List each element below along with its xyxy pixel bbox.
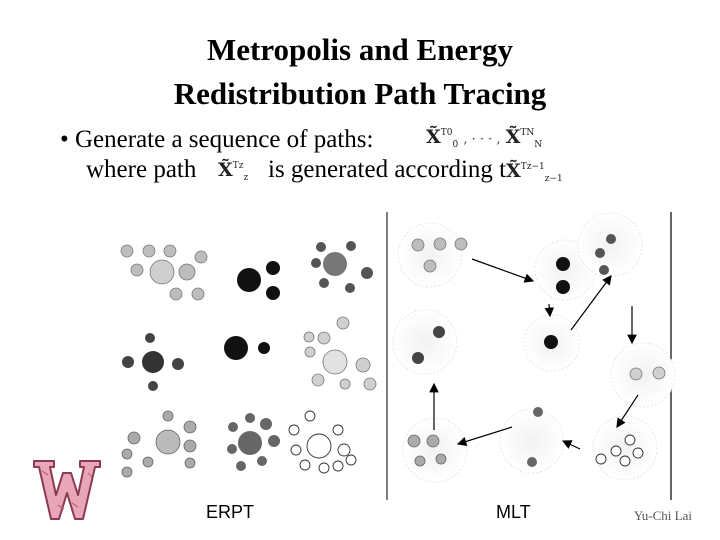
erpt-cluster-3 [311,241,373,293]
mlt-arrows [429,258,639,450]
formula-path-z: X̃Tzz [218,157,249,187]
mlt-node-1 [411,237,468,273]
erpt-cluster-4 [122,333,184,391]
mlt-node-8 [527,407,543,467]
erpt-cluster-8 [227,413,280,471]
mlt-node-5 [544,335,558,349]
mlt-node-9 [595,434,644,467]
erpt-cluster-2 [237,261,280,300]
mlt-node-6 [629,366,666,381]
erpt-cluster-9 [288,410,357,474]
erpt-cluster-5 [224,336,270,360]
mlt-node-4 [412,326,445,364]
bullet-text-2a: where path [86,156,197,183]
erpt-cluster-6 [303,316,377,391]
erpt-cluster-7 [121,410,197,478]
mlt-node-7 [407,434,447,467]
slide-title-line-2: Redistribution Path Tracing [173,76,547,111]
author-footer: Yu-Chi Lai [633,508,692,523]
formula-path-z-minus-1: X̃Tz−1z−1 [506,158,569,188]
formula-path-sequence: X̃T00 , · · · , X̃TNN [426,126,543,151]
bullet-text-1: • Generate a sequence of paths: [60,126,374,153]
slide-title-line-1: Metropolis and Energy [207,32,513,67]
bullet-text-2b: is generated according to [268,156,519,183]
erpt-cluster-1 [120,244,208,301]
mlt-node-3 [595,234,616,275]
mlt-node-2 [556,257,570,294]
mlt-caption: MLT [496,502,531,522]
w-logo-icon [28,455,106,532]
erpt-caption: ERPT [206,502,255,522]
